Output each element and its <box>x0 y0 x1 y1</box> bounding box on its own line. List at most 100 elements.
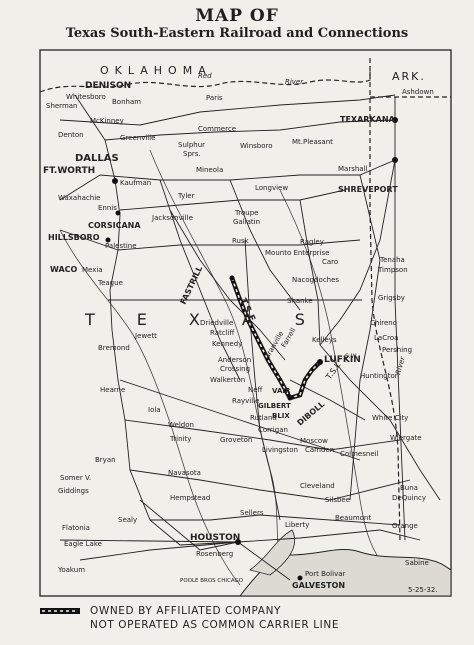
city-commerce: Commerce <box>198 125 236 133</box>
city-orange: Orange <box>392 522 418 530</box>
trinity-river <box>149 149 281 561</box>
city-jewett: Jewett <box>134 332 157 340</box>
city-yoakum: Yoakum <box>57 566 85 574</box>
city-lacroa: LaCroa <box>374 334 398 342</box>
city-hillsboro: HILLSBORO <box>48 233 100 242</box>
city-shreveport: SHREVEPORT <box>338 185 398 194</box>
city-walkerton: Walkerton <box>210 376 245 384</box>
region-oklahoma: OKLAHOMA <box>100 64 212 77</box>
city-gilbert: GILBERT <box>258 402 291 410</box>
city-caro: Caro <box>322 258 338 266</box>
legend: OWNED BY AFFILIATED COMPANY NOT OPERATED… <box>40 604 460 632</box>
city-diboll: DIBOLL <box>296 400 327 428</box>
city-bremond: Bremond <box>98 344 130 352</box>
city-buna: Buna <box>400 484 418 492</box>
city-galveston: GALVESTON <box>292 581 345 590</box>
sw-label: S.W. <box>345 353 358 360</box>
city-rosenberg: Rosenberg <box>196 550 233 558</box>
city-wiergate: Wiergate <box>390 434 422 442</box>
legend-row-owned: OWNED BY AFFILIATED COMPANY <box>40 604 460 618</box>
map-subtitle: Texas South-Eastern Railroad and Connect… <box>65 26 409 41</box>
city-iola: Iola <box>148 406 161 414</box>
city-trinity: Trinity <box>169 435 191 443</box>
city-rutland: Rutland <box>250 414 277 422</box>
city-mckinney: McKinney <box>90 117 124 125</box>
red-river-label-1: Red <box>198 72 212 80</box>
city-winsboro: Winsboro <box>240 142 273 150</box>
city-troupe: Troupe <box>234 209 258 217</box>
map-date: 5-25-32. <box>408 586 438 594</box>
city-flatonia: Flatonia <box>62 524 90 532</box>
city-vair: VAIR <box>272 387 291 395</box>
city-crossing: Crossing <box>220 365 250 373</box>
city-kelleys: Kelleys <box>312 336 337 344</box>
city-sellers: Sellers <box>240 509 264 517</box>
city-driedville: Driedville <box>200 319 233 327</box>
city-ennis: Ennis <box>98 204 117 212</box>
legend-swatch-icon <box>40 608 80 614</box>
city-bryan: Bryan <box>95 456 116 464</box>
city-marshall: Marshall <box>338 165 368 173</box>
city-giddings: Giddings <box>58 487 89 495</box>
city-navasota: Navasota <box>168 469 201 477</box>
city-whitesboro: Whitesboro <box>66 93 106 101</box>
legend-text-not-operated: NOT OPERATED AS COMMON CARRIER LINE <box>90 619 340 631</box>
city-corrigan: Corrigan <box>258 426 288 434</box>
tse-railroad <box>229 277 322 401</box>
city-tyler: Tyler <box>177 192 195 200</box>
city-ashdown: Ashdown <box>402 88 434 96</box>
city-denton: Denton <box>58 131 84 139</box>
city-eaglelake: Eagle Lake <box>64 540 102 548</box>
city-cleveland: Cleveland <box>300 482 335 490</box>
city-mineola: Mineola <box>196 166 223 174</box>
city-rusk: Rusk <box>232 237 250 245</box>
city-whitecity: White City <box>372 414 408 422</box>
city-mexia: Mexia <box>82 266 103 274</box>
city-rayville: Rayville <box>232 397 259 405</box>
city-sulphur: Sulphur <box>178 141 205 149</box>
city-greenville: Greenville <box>120 134 155 142</box>
city-sherman: Sherman <box>46 102 78 110</box>
city-texarkana: TEXARKANA <box>340 115 396 124</box>
city-palestine: Palestine <box>105 242 137 250</box>
city-huntington: Huntington <box>360 372 399 380</box>
city-houston: HOUSTON <box>190 533 240 543</box>
city-nacogdoches: Nacogdoches <box>292 276 339 284</box>
red-river-label-2: River <box>285 78 304 86</box>
city-ftworth: FT.WORTH <box>43 166 95 176</box>
city-hempstead: Hempstead <box>170 494 210 502</box>
title-block: MAP OF Texas South-Eastern Railroad and … <box>0 6 474 42</box>
city-hearne: Hearne <box>100 386 125 394</box>
city-jacksonville: Jacksonville <box>151 214 193 222</box>
city-tenaha: Tenaha <box>379 256 405 264</box>
region-arkansas: ARK. <box>392 70 426 83</box>
city-sealy: Sealy <box>118 516 137 524</box>
city-lufkin: LUFKIN <box>324 355 361 365</box>
city-waxahachie: Waxahachie <box>58 194 100 202</box>
city-mountoenterprise: Mounto Enterprise <box>265 249 329 257</box>
city-kaufman: Kaufman <box>120 179 151 187</box>
city-paris: Paris <box>206 94 223 102</box>
city-chireno: Chireno <box>370 319 397 327</box>
city-silsbee: Silsbee <box>325 496 350 504</box>
city-kennedy: Kennedy <box>212 340 242 348</box>
city-grigsby: Grigsby <box>378 294 405 302</box>
city-waco: WACO <box>50 265 78 274</box>
city-timpson: Timpson <box>377 266 408 274</box>
city-blix: BLIX <box>272 412 290 420</box>
city-sabine: Sabine <box>405 559 429 567</box>
map-title: MAP OF <box>195 6 279 26</box>
city-dallas: DALLAS <box>75 153 119 164</box>
city-teague: Teague <box>97 279 123 287</box>
city-anderson: Anderson <box>218 356 251 364</box>
city-bonham: Bonham <box>112 98 141 106</box>
city-liberty: Liberty <box>285 521 309 529</box>
city-ratcliff: Ratcliff <box>210 329 234 337</box>
region-texas: TEXAS <box>84 310 347 329</box>
city-sprs: Sprs. <box>183 150 201 158</box>
city-mtpleasant: Mt.Pleasant <box>292 138 333 146</box>
city-dequincy: DeQuincy <box>392 494 426 502</box>
city-longview: Longview <box>255 184 288 192</box>
brazos-river <box>59 229 241 586</box>
